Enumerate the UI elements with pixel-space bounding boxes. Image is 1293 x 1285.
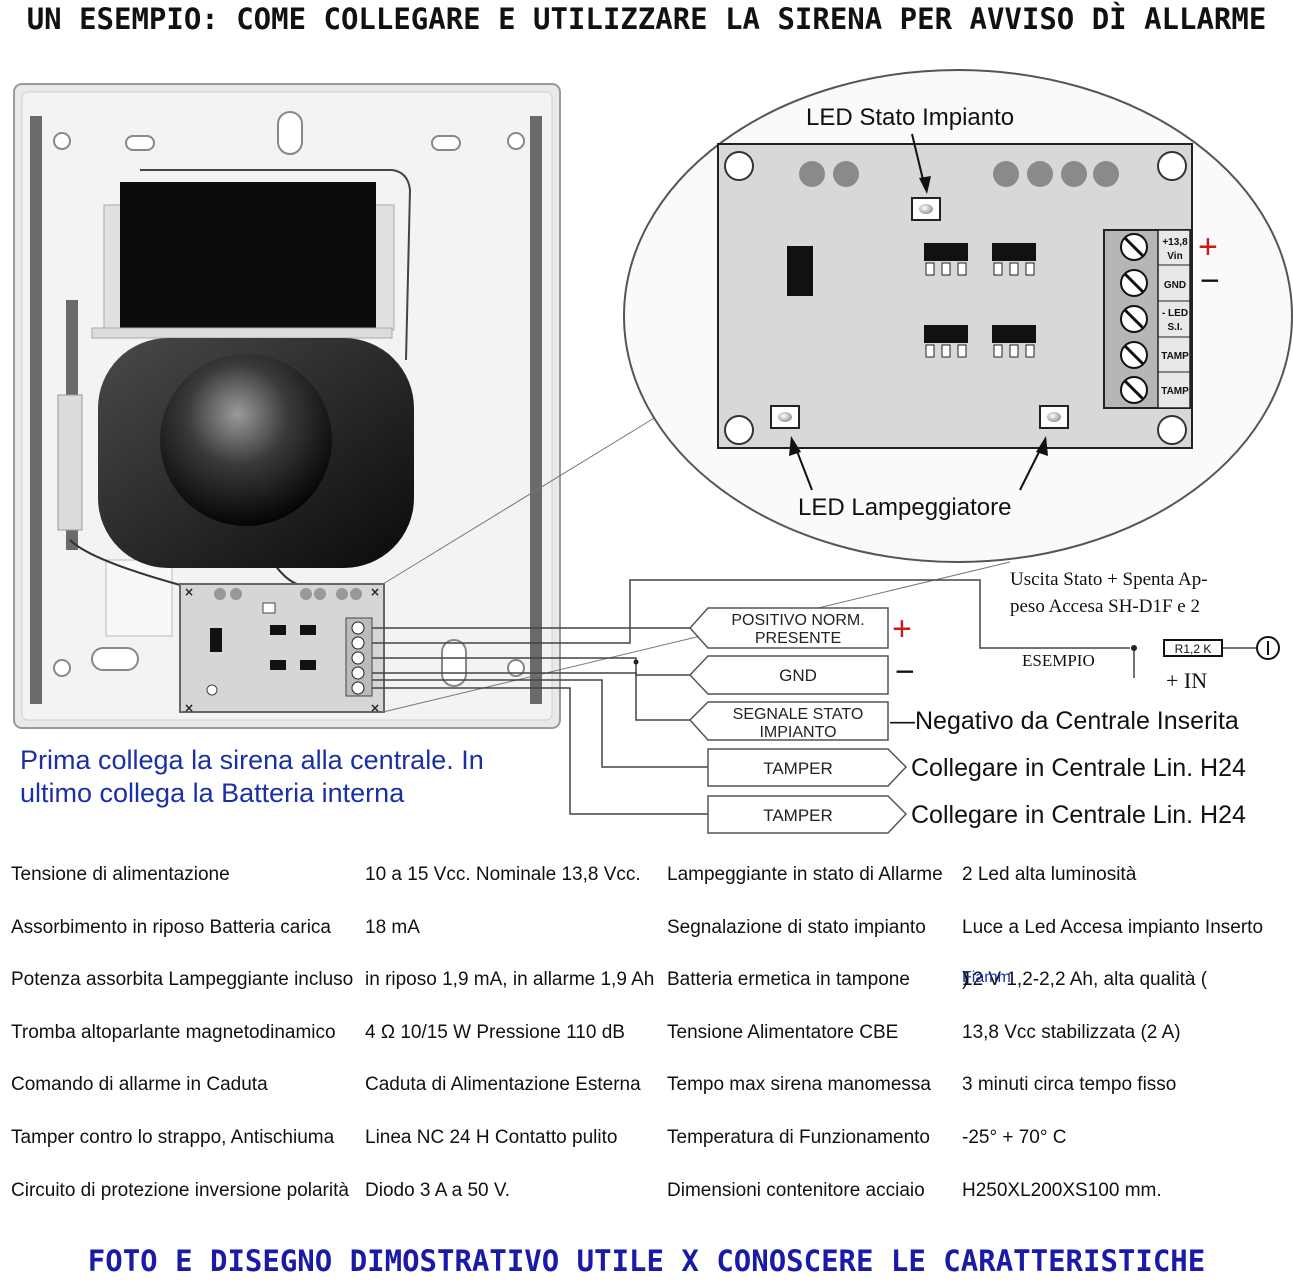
terminal-4-label: TAMP <box>1161 351 1189 362</box>
connector-tamper-2: TAMPER Collegare in Centrale Lin. H24 <box>707 795 1246 834</box>
example-circuit: Uscita Stato + Spenta Ap- peso Accesa SH… <box>1010 569 1280 693</box>
led-lampeggiatore-label: LED Lampeggiatore <box>798 494 1011 521</box>
spec-row: Potenza assorbita Lampeggiante incluso i… <box>0 969 1293 999</box>
svg-text:×: × <box>184 701 194 715</box>
terminal-2-label: GND <box>1164 280 1186 291</box>
battery-close-paren: ) <box>962 969 969 990</box>
battery <box>91 182 395 339</box>
battery-brand: Fiamm <box>962 969 1011 986</box>
footer-title: FOTO E DISEGNO DIMOSTRATIVO UTILE X CONO… <box>87 1244 1206 1278</box>
connector-gnd: GND − <box>688 653 915 695</box>
spec-label: Assorbimento in riposo Batteria carica <box>11 917 331 938</box>
spec-value: 3 minuti circa tempo fisso <box>962 1074 1177 1095</box>
note-line1: Prima collega la sirena alla centrale. I… <box>20 745 484 775</box>
spec-label: Batteria ermetica in tampone <box>667 969 910 990</box>
svg-text:×: × <box>370 585 380 599</box>
wiring-lines <box>372 579 1258 815</box>
spec-value: H250XL200XS100 mm. <box>962 1180 1162 1201</box>
spec-row: Comando di allarme in Caduta Caduta di A… <box>0 1074 1293 1104</box>
spec-label: Tempo max sirena manomessa <box>667 1074 931 1095</box>
spec-label: Temperatura di Funzionamento <box>667 1127 930 1148</box>
spec-value: Linea NC 24 H Contatto pulito <box>365 1127 618 1148</box>
spec-row: Tromba altoparlante magnetodinamico 4 Ω … <box>0 1022 1293 1052</box>
spec-row: Tamper contro lo strappo, Antischiuma Li… <box>0 1127 1293 1157</box>
connector-tamper-1: TAMPER Collegare in Centrale Lin. H24 <box>707 748 1246 787</box>
resistor-icon <box>1163 639 1223 657</box>
resistor-label: R1,2 K <box>1175 642 1212 656</box>
example-esempio: ESEMPIO <box>1022 651 1095 670</box>
connector-positivo-side: + <box>892 610 912 648</box>
circuit-board-detail: +13,8 Vin GND - LED S.I. TAMP TAMP <box>717 143 1193 449</box>
connector-segnale-side: —Negativo da Centrale Inserita <box>890 707 1239 735</box>
spec-label: Tensione di alimentazione <box>11 864 230 885</box>
svg-text:×: × <box>184 585 194 599</box>
spec-row: Circuito di protezione inversione polari… <box>0 1180 1293 1210</box>
spec-value: Luce a Led Accesa impianto Inserto <box>962 917 1264 938</box>
screw-terminals <box>1120 233 1190 404</box>
spec-value: 18 mA <box>365 917 420 938</box>
spec-label: Circuito di protezione inversione polari… <box>11 1180 349 1201</box>
connector-segnale-line2: IMPIANTO <box>759 724 836 741</box>
wiring-diagram: × × × × <box>13 69 1293 834</box>
led-stato-label: LED Stato Impianto <box>806 104 1014 131</box>
terminal-1-bottom: Vin <box>1167 251 1182 262</box>
connector-positivo: POSITIVO NORM. PRESENTE + <box>688 607 912 649</box>
spec-label: Potenza assorbita Lampeggiante incluso <box>11 969 354 990</box>
connector-gnd-label: GND <box>779 666 817 685</box>
spec-label: Tromba altoparlante magnetodinamico <box>11 1022 336 1043</box>
spec-value: Caduta di Alimentazione Esterna <box>365 1074 641 1095</box>
spec-value: 10 a 15 Vcc. Nominale 13,8 Vcc. <box>365 864 641 885</box>
example-line2: peso Accesa SH-D1F e 2 <box>1010 596 1200 617</box>
connector-positivo-line2: PRESENTE <box>755 630 841 647</box>
spec-label: Segnalazione di stato impianto <box>667 917 926 938</box>
spec-row: Assorbimento in riposo Batteria carica 1… <box>0 917 1293 947</box>
terminal-3-top: - LED <box>1162 308 1188 319</box>
speaker-horn <box>98 338 414 568</box>
spec-value: 13,8 Vcc stabilizzata (2 A) <box>962 1022 1181 1043</box>
connector-tamper-1-label: TAMPER <box>763 759 833 778</box>
battery-spec-text: 12 V 1,2-2,2 Ah, alta qualità ( <box>962 969 1208 990</box>
connector-gnd-side: − <box>895 653 915 691</box>
connector-tamper-2-label: TAMPER <box>763 806 833 825</box>
board-plus-sign: + <box>1198 228 1218 266</box>
spec-label: Comando di allarme in Caduta <box>11 1074 268 1095</box>
connector-segnale: SEGNALE STATO IMPIANTO —Negativo da Cent… <box>688 701 1239 741</box>
terminal-3-bottom: S.I. <box>1167 322 1182 333</box>
svg-text:×: × <box>370 701 380 715</box>
spec-row: Tensione di alimentazione 10 a 15 Vcc. N… <box>0 864 1293 894</box>
connector-segnale-line1: SEGNALE STATO <box>733 706 864 723</box>
terminal-1-top: +13,8 <box>1162 237 1188 248</box>
spec-value: 4 Ω 10/15 W Pressione 110 dB <box>365 1022 625 1043</box>
spec-label: Lampeggiante in stato di Allarme <box>667 864 943 885</box>
example-line1: Uscita Stato + Spenta Ap- <box>1010 569 1208 590</box>
note-line2: ultimo collega la Batteria interna <box>20 778 405 808</box>
spec-value: Diodo 3 A a 50 V. <box>365 1180 511 1201</box>
connector-tamper-1-side: Collegare in Centrale Lin. H24 <box>911 754 1246 782</box>
spec-label: Tensione Alimentatore CBE <box>667 1022 899 1043</box>
example-plus-in: + IN <box>1166 668 1207 693</box>
spec-label: Dimensioni contenitore acciaio <box>667 1180 925 1201</box>
spec-value: -25° + 70° C <box>962 1127 1067 1148</box>
instruction-note: Prima collega la sirena alla centrale. I… <box>20 744 580 810</box>
connector-tamper-2-side: Collegare in Centrale Lin. H24 <box>911 801 1246 829</box>
terminal-5-label: TAMP <box>1161 386 1189 397</box>
page-title: UN ESEMPIO: COME COLLEGARE E UTILIZZARE … <box>26 2 1267 36</box>
spec-label: Tamper contro lo strappo, Antischiuma <box>11 1127 335 1148</box>
board-minus-sign: − <box>1200 262 1220 300</box>
spec-value: 2 Led alta luminosità <box>962 864 1137 885</box>
circuit-board-small: × × × × <box>179 583 385 715</box>
spec-value: in riposo 1,9 mA, in allarme 1,9 Ah <box>365 969 655 990</box>
connector-positivo-line1: POSITIVO NORM. <box>731 612 864 629</box>
